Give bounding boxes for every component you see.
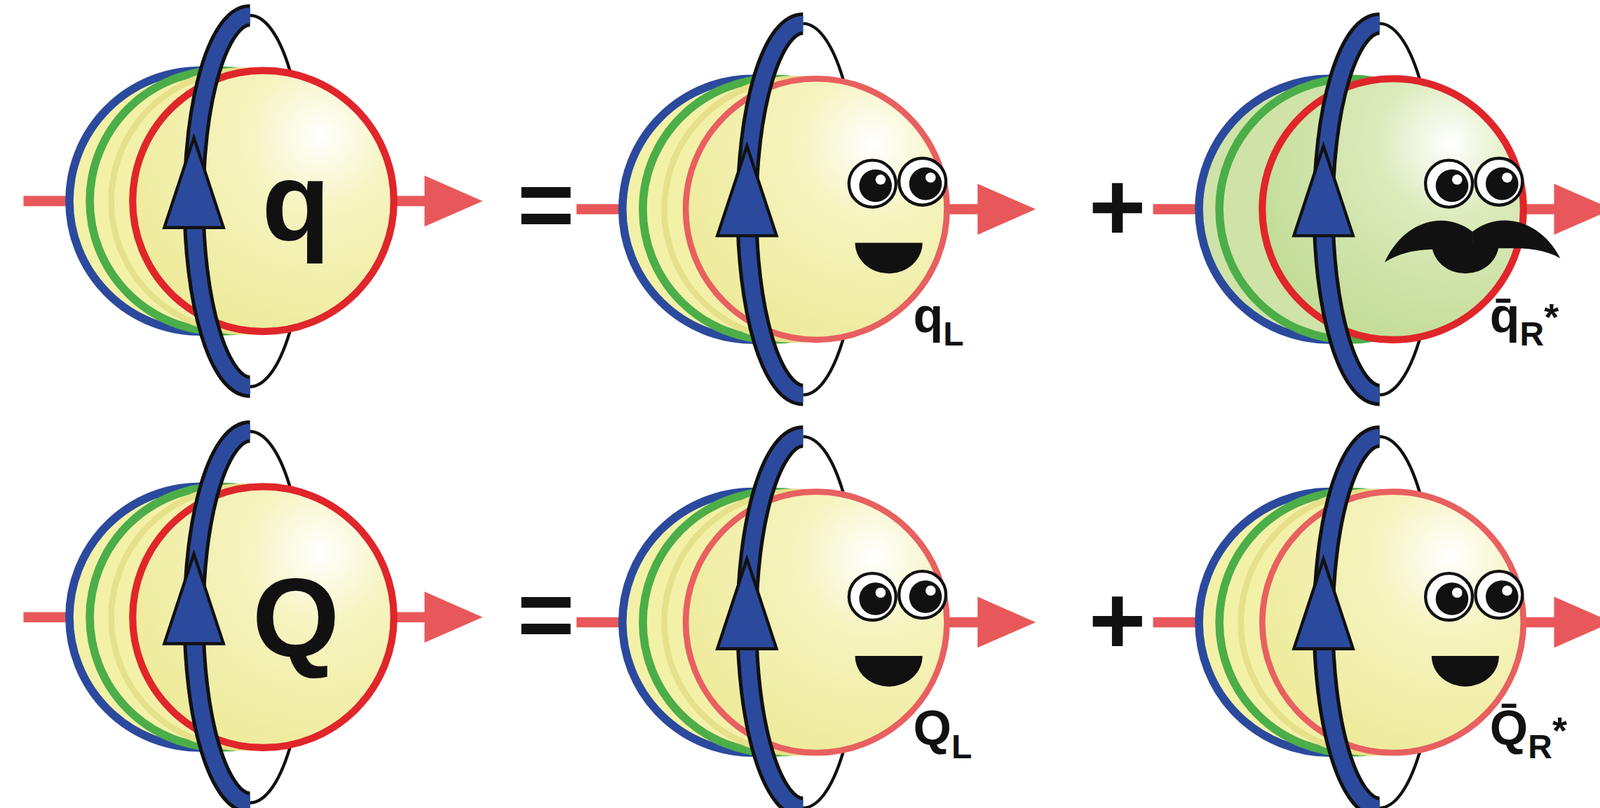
quark-ball: q [120,7,468,344]
quark-ball: qL [673,15,1021,356]
chirality-subscript: R [1527,728,1553,766]
quark-symbol: Q [252,562,340,675]
chirality-label: Q̄R* [1489,703,1568,765]
operator-sign: = [517,566,575,665]
quark-ball: Q̄R* [1250,428,1598,769]
operator-sign: + [1088,571,1147,670]
quark-ball: Q [120,423,468,761]
quark-symbol: Q̄ [1489,701,1528,756]
chirality-subscript: L [951,728,972,766]
quark-symbol: q̄ [1489,288,1521,343]
chirality-subscript: R [1520,315,1545,353]
chirality-label: q̄R* [1489,290,1559,352]
quark-ball: QL [673,428,1021,769]
operator-sign: = [517,156,575,255]
chirality-subscript: L [943,315,964,353]
quark-symbol: q [913,288,944,343]
quark-symbol: Q [913,701,952,756]
chirality-label: qL [913,290,965,352]
chirality-label: QL [913,703,973,765]
quark-ball: q̄R* [1250,15,1598,356]
quark-symbol: q [261,145,331,259]
operator-sign: + [1088,158,1147,257]
conjugate-mark: * [1552,709,1568,752]
conjugate-mark: * [1543,295,1559,338]
